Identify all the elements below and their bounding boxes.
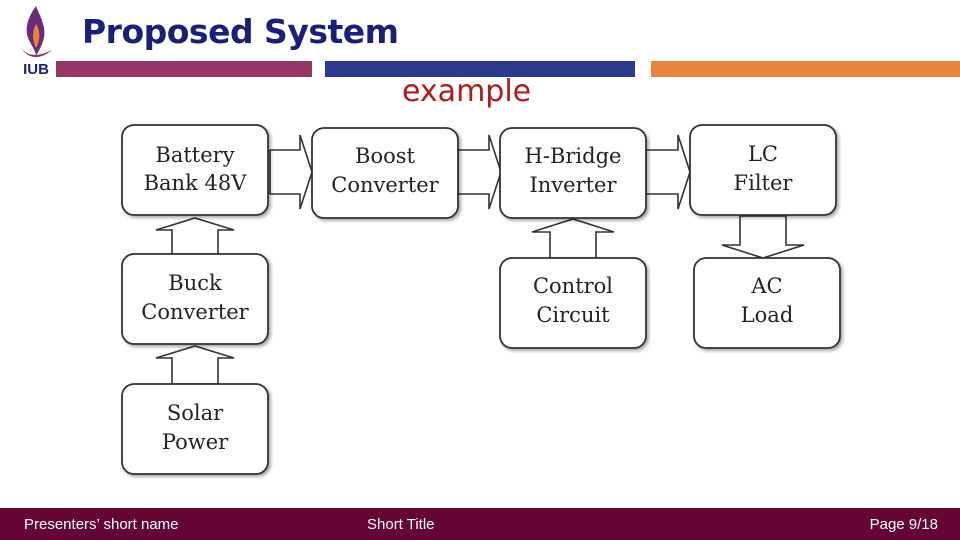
lcfilter-label-1: LC (748, 142, 778, 166)
node-battery-bank (121, 124, 269, 216)
node-hbridge-inverter (499, 127, 647, 219)
acload-label-1: AC (750, 274, 782, 298)
arrow-boost-to-hbridge (457, 134, 502, 210)
slide-footer: Presenters’ short name Short Title Page … (0, 508, 960, 540)
arrow-control-to-hbridge (531, 218, 615, 259)
footer-presenter: Presenters’ short name (24, 516, 179, 533)
hbridge-label-2: Inverter (529, 173, 617, 197)
arrow-hbridge-to-lcfilter (645, 134, 691, 210)
lcfilter-label-2: Filter (734, 171, 794, 195)
slide-title: Proposed System (82, 12, 399, 51)
slide-subtitle: example (402, 74, 532, 109)
arrow-battery-to-boost (269, 134, 313, 210)
node-lc-filter (689, 124, 837, 216)
node-ac-load (693, 257, 841, 349)
node-boost-converter (311, 127, 459, 219)
iub-logo: IUB (20, 6, 52, 78)
header-bar-purple (56, 61, 312, 77)
boost-label-2: Converter (331, 173, 439, 197)
node-solar-power (121, 383, 269, 475)
hbridge-label-1: H-Bridge (525, 144, 622, 168)
buck-label-2: Converter (141, 300, 249, 324)
acload-label-2: Load (741, 303, 794, 327)
logo-swoosh-icon (20, 46, 52, 58)
node-control-circuit (499, 257, 647, 349)
solar-label-2: Power (162, 430, 229, 454)
arrow-solar-to-buck (155, 345, 235, 385)
header-bar-orange (651, 61, 960, 77)
buck-label-1: Buck (168, 271, 222, 295)
battery-label-1: Battery (155, 143, 234, 167)
control-label-2: Circuit (536, 303, 610, 327)
arrow-buck-to-battery (155, 217, 235, 255)
control-label-1: Control (533, 274, 613, 298)
footer-page-number: Page 9/18 (869, 516, 938, 533)
battery-label-2: Bank 48V (144, 171, 248, 195)
header-bar-blue (325, 61, 635, 77)
logo-flame-inner-icon (33, 24, 40, 48)
footer-short-title: Short Title (367, 516, 435, 533)
solar-label-1: Solar (167, 401, 224, 425)
arrow-lcfilter-to-acload (721, 215, 805, 259)
logo-text: IUB (23, 61, 49, 78)
boost-label-1: Boost (355, 144, 415, 168)
node-buck-converter (121, 253, 269, 345)
